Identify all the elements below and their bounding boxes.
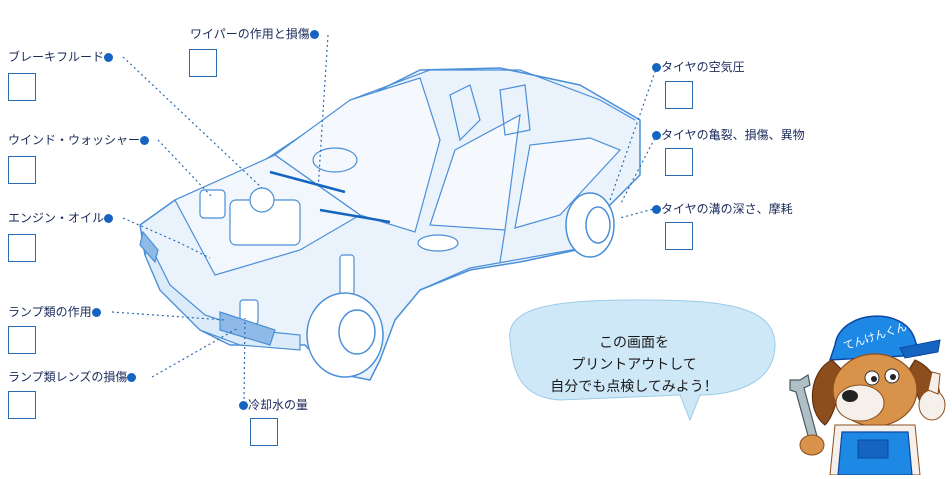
marker-dot-icon	[652, 131, 661, 140]
label-tire-pressure: タイヤの空気圧	[652, 60, 745, 74]
marker-dot-icon	[91, 308, 101, 317]
checkbox-engine-oil[interactable]	[8, 234, 36, 262]
checkbox-wiper[interactable]	[189, 49, 217, 77]
leader-engine-oil	[122, 217, 211, 259]
checkbox-tire-pressure[interactable]	[665, 81, 693, 109]
marker-dot-icon	[140, 136, 150, 145]
leader-tire-tread	[619, 207, 658, 219]
marker-dot-icon	[239, 401, 248, 410]
bubble-line-2: プリントアウトして	[571, 357, 697, 373]
marker-dot-icon	[309, 30, 319, 39]
label-tire-damage-text: タイヤの亀裂、損傷、異物	[661, 128, 805, 142]
wiper-blade	[269, 170, 391, 224]
side-window-front	[429, 113, 521, 231]
mascot-dog-icon: てんけんくん	[789, 315, 946, 475]
label-brake-fluid-text: ブレーキフルード	[8, 50, 105, 64]
label-tire-damage: タイヤの亀裂、損傷、異物	[652, 128, 805, 142]
label-coolant: 冷却水の量	[239, 398, 308, 412]
label-washer-text: ウインド・ウォッシャー	[8, 133, 141, 147]
leader-tire-damage	[619, 133, 658, 206]
side-window-rear	[514, 137, 622, 229]
label-wiper: ワイパーの作用と損傷	[190, 27, 319, 41]
leader-coolant	[243, 317, 246, 405]
label-coolant-text: 冷却水の量	[248, 398, 309, 412]
checkbox-coolant[interactable]	[250, 418, 278, 446]
marker-dot-icon	[652, 205, 661, 214]
label-wiper-text: ワイパーの作用と損傷	[190, 27, 310, 41]
headlight	[219, 311, 276, 346]
leader-wiper	[317, 34, 329, 191]
label-lamp-lens: ランプ類レンズの損傷	[8, 370, 137, 384]
label-lamp-function: ランプ類の作用	[8, 305, 101, 319]
checkbox-lamp-lens[interactable]	[8, 391, 36, 419]
label-tire-tread: タイヤの溝の深さ、摩耗	[652, 202, 793, 216]
label-lamp-function-text: ランプ類の作用	[8, 305, 92, 319]
leader-tire-pressure	[609, 65, 658, 201]
bubble-message: この画面を プリントアウトして 自分でも点検してみよう！	[519, 332, 749, 398]
label-tire-pressure-text: タイヤの空気圧	[661, 60, 745, 74]
speech-bubble	[509, 299, 776, 422]
label-engine-oil: エンジン・オイル	[8, 211, 114, 225]
label-engine-oil-text: エンジン・オイル	[8, 211, 105, 225]
leader-lamp-lens	[151, 327, 239, 378]
checkbox-lamp-function[interactable]	[8, 326, 36, 354]
bubble-line-1: この画面を	[599, 335, 669, 351]
checkbox-tire-tread[interactable]	[665, 222, 693, 250]
marker-dot-icon	[127, 373, 137, 382]
marker-dot-icon	[104, 214, 114, 223]
marker-dot-icon	[104, 53, 114, 62]
leader-lamp-function	[111, 311, 226, 321]
bubble-line-3: 自分でも点検してみよう！	[550, 379, 718, 395]
checkbox-brake-fluid[interactable]	[8, 73, 36, 101]
label-brake-fluid: ブレーキフルード	[8, 50, 114, 64]
checkbox-washer[interactable]	[8, 156, 36, 184]
leader-brake-fluid	[122, 56, 263, 189]
checkbox-tire-damage[interactable]	[665, 148, 693, 176]
marker-dot-icon	[652, 63, 661, 72]
leader-washer	[157, 139, 213, 198]
label-lamp-lens-text: ランプ類レンズの損傷	[8, 370, 128, 384]
label-washer: ウインド・ウォッシャー	[8, 133, 150, 147]
label-tire-tread-text: タイヤの溝の深さ、摩耗	[661, 202, 793, 216]
